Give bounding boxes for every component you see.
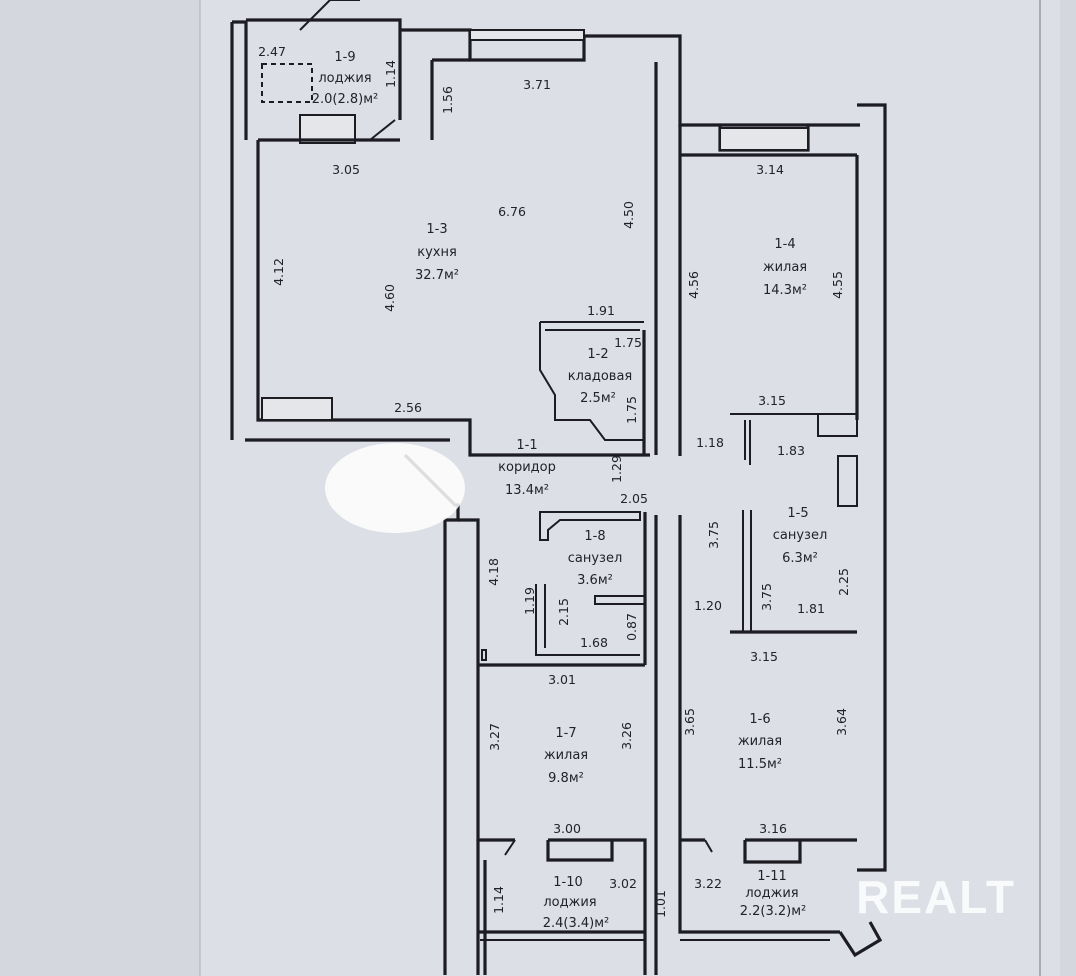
room-1-11-id: 1-11: [757, 869, 787, 884]
room-1-2-name: кладовая: [568, 369, 633, 384]
dim-label: 6.76: [498, 204, 526, 219]
dim-label: 2.56: [394, 400, 422, 415]
dim-label: 1.75: [624, 396, 639, 424]
dim-label: 1.91: [587, 303, 615, 318]
room-1-2-area: 2.5м²: [580, 391, 616, 406]
dim-label: 4.56: [686, 271, 701, 299]
dim-label: 4.50: [621, 201, 636, 229]
room-labels: 1-9 лоджия 2.0(2.8)м² 1-3 кухня 32.7м² 1…: [312, 50, 828, 931]
dim-label: 3.26: [619, 722, 634, 750]
dim-label: 3.16: [759, 821, 787, 836]
dim-label: 2.15: [556, 598, 571, 626]
dim-label: 1.83: [777, 443, 805, 458]
room-1-8-name: санузел: [568, 551, 623, 566]
window: [299, 114, 356, 144]
room-1-1-id: 1-1: [516, 438, 537, 453]
dim-label: 3.02: [609, 876, 637, 891]
dim-label: 0.87: [624, 613, 639, 641]
dim-label: 3.65: [682, 708, 697, 736]
dim-label: 1.14: [383, 60, 398, 88]
room-1-8-area: 3.6м²: [577, 573, 613, 588]
photo-glare: [325, 443, 465, 533]
dim-label: 2.25: [836, 568, 851, 596]
dim-label: 3.05: [332, 162, 360, 177]
dim-label: 1.75: [614, 335, 642, 350]
room-1-8-id: 1-8: [584, 529, 605, 544]
dim-label: 1.56: [440, 86, 455, 114]
dim-label: 2.47: [258, 44, 286, 59]
dim-label: 3.00: [553, 821, 581, 836]
leader-line: [299, 0, 331, 31]
room-1-3-name: кухня: [417, 245, 457, 260]
dim-label: 3.75: [706, 521, 721, 549]
dim-label: 3.01: [548, 672, 576, 687]
room-1-6-name: жилая: [738, 734, 782, 749]
room-1-9-name: лоджия: [318, 71, 371, 86]
dim-label: 4.55: [830, 271, 845, 299]
dim-label: 3.75: [759, 583, 774, 611]
room-1-10-area: 2.4(3.4)м²: [543, 916, 610, 931]
dim-label: 4.12: [271, 258, 286, 286]
room-1-1-area: 13.4м²: [505, 483, 549, 498]
room-1-1-name: коридор: [498, 460, 556, 475]
room-1-5-name: санузел: [773, 528, 828, 543]
dim-label: 3.14: [756, 162, 784, 177]
room-1-5-area: 6.3м²: [782, 551, 818, 566]
dim-label: 1.68: [580, 635, 608, 650]
room-1-9-id: 1-9: [334, 50, 355, 65]
room-1-6-id: 1-6: [749, 712, 770, 727]
room-1-4-id: 1-4: [774, 237, 795, 252]
room-1-4-area: 14.3м²: [763, 283, 807, 298]
dim-label: 1.81: [797, 601, 825, 616]
dim-label: 1.19: [522, 587, 537, 615]
room-1-6-area: 11.5м²: [738, 757, 782, 772]
dim-label: 3.64: [834, 708, 849, 736]
room-1-11-name: лоджия: [745, 886, 798, 901]
dim-label: 3.15: [758, 393, 786, 408]
dim-label: 1.20: [694, 598, 722, 613]
loggia-equipment: [261, 63, 313, 103]
room-1-7-id: 1-7: [555, 726, 576, 741]
dim-label: 3.27: [487, 723, 502, 751]
room-1-7-area: 9.8м²: [548, 771, 584, 786]
room-1-2-id: 1-2: [587, 347, 608, 362]
room-1-11-area: 2.2(3.2)м²: [740, 904, 807, 919]
walls: [230, 18, 887, 975]
dim-label: 3.22: [694, 876, 722, 891]
dim-label: 1.01: [653, 890, 668, 918]
dimension-labels: 2.47 1.14 1.56 3.71 3.05 3.14 6.76 4.50 …: [258, 44, 851, 918]
dim-label: 3.71: [523, 77, 551, 92]
dim-label: 4.60: [382, 284, 397, 312]
room-1-3-area: 32.7м²: [415, 268, 459, 283]
dim-label: 3.15: [750, 649, 778, 664]
room-1-5-id: 1-5: [787, 506, 808, 521]
room-1-10-id: 1-10: [553, 875, 583, 890]
realt-watermark: REALT: [856, 871, 1016, 923]
dim-label: 1.14: [491, 886, 506, 914]
dim-label: 1.18: [696, 435, 724, 450]
room-1-3-id: 1-3: [426, 222, 447, 237]
room-1-10-name: лоджия: [543, 895, 596, 910]
room-1-4-name: жилая: [763, 260, 807, 275]
dim-label: 1.29: [609, 455, 624, 483]
dim-label: 2.05: [620, 491, 648, 506]
room-1-9-area: 2.0(2.8)м²: [312, 92, 379, 107]
dim-label: 4.18: [486, 558, 501, 586]
room-1-7-name: жилая: [544, 748, 588, 763]
